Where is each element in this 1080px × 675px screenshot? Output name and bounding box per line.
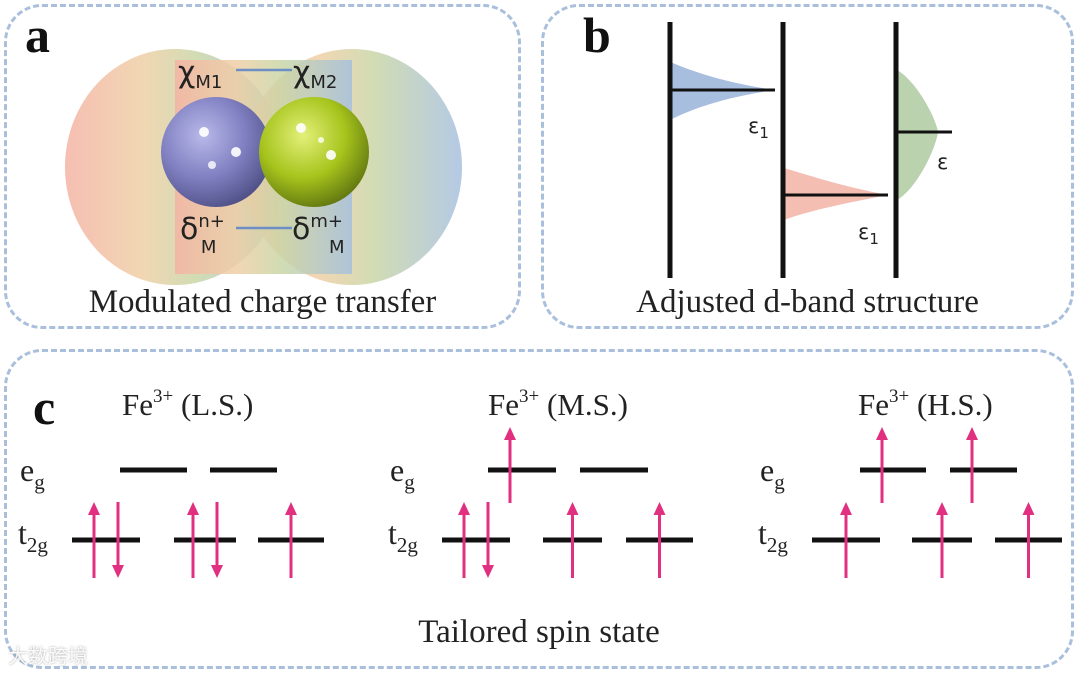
panel-a bbox=[4, 4, 521, 329]
watermark: 大数跨境 bbox=[8, 644, 88, 668]
spin-up-arrow-eg-2-1 bbox=[966, 427, 978, 503]
spin-up-arrow-eg-1-0 bbox=[504, 427, 516, 503]
spin-down-arrow-t2g-0-0 bbox=[112, 502, 124, 578]
metal-atom-m1 bbox=[161, 97, 271, 207]
delta-n-label: δn+M bbox=[180, 211, 225, 258]
band-3-dos bbox=[897, 70, 938, 200]
panel-a-caption: Modulated charge transfer bbox=[88, 284, 437, 320]
panel-a-label: a bbox=[25, 7, 50, 63]
panel-c-caption: Tailored spin state bbox=[418, 614, 660, 650]
spin-up-arrow-eg-2-0 bbox=[876, 427, 888, 503]
spin-down-arrow-t2g-0-1 bbox=[211, 502, 223, 578]
spin-up-arrow-t2g-2-0 bbox=[840, 502, 852, 578]
state-title-ls: Fe3+ (L.S.) bbox=[122, 386, 254, 422]
eg-label-ls: eg bbox=[20, 452, 45, 494]
panel-b-caption: Adjusted d-band structure bbox=[636, 284, 979, 320]
panel-c-label: c bbox=[33, 379, 56, 435]
epsilon-1-label-b: ε1 bbox=[858, 220, 879, 248]
spin-up-arrow-t2g-2-2 bbox=[1022, 502, 1035, 578]
spin-up-arrow-t2g-0-1 bbox=[187, 502, 199, 578]
state-title-ms: Fe3+ (M.S.) bbox=[488, 386, 628, 422]
spin-up-arrow-t2g-0-0 bbox=[88, 502, 100, 578]
state-title-hs: Fe3+ (H.S.) bbox=[858, 386, 993, 422]
chi-m1-label: χM1 bbox=[178, 55, 223, 93]
epsilon-label: ε bbox=[937, 150, 949, 174]
delta-m-label: δm+M bbox=[292, 211, 345, 258]
panel-b bbox=[541, 4, 1074, 329]
t2g-label-ls: t2g bbox=[18, 515, 48, 557]
spin-up-arrow-t2g-1-1 bbox=[566, 502, 579, 578]
epsilon-1-label-a: ε1 bbox=[748, 114, 769, 142]
metal-atom-m2 bbox=[259, 97, 369, 207]
eg-label-ms: eg bbox=[390, 452, 415, 494]
spin-up-arrow-t2g-1-2 bbox=[653, 502, 666, 578]
spin-up-arrow-t2g-0-2 bbox=[285, 502, 297, 578]
eg-label-hs: eg bbox=[760, 452, 785, 494]
panel-c bbox=[4, 349, 1074, 669]
spin-up-arrow-t2g-1-0 bbox=[458, 502, 470, 578]
chi-m2-label: χM2 bbox=[293, 55, 338, 93]
panel-b-label: b bbox=[583, 7, 611, 63]
t2g-label-ms: t2g bbox=[388, 515, 418, 557]
t2g-label-hs: t2g bbox=[758, 515, 788, 557]
spin-down-arrow-t2g-1-0 bbox=[482, 502, 494, 578]
spin-up-arrow-t2g-2-1 bbox=[936, 502, 948, 578]
